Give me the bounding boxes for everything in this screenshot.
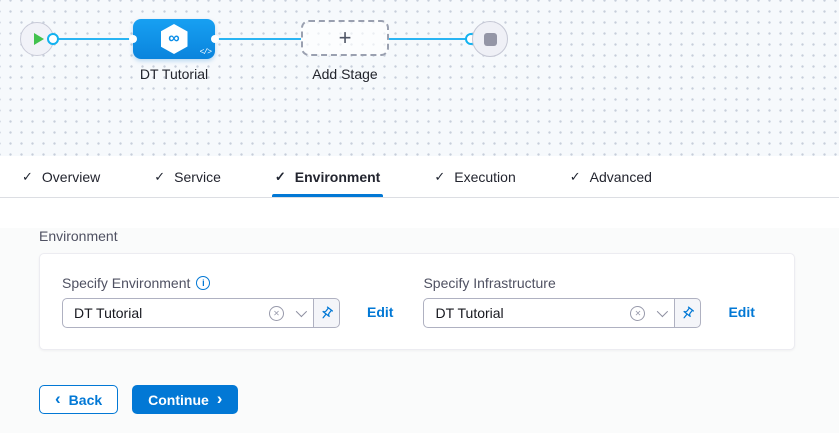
add-stage-label: Add Stage — [312, 66, 378, 82]
environment-card: Specify Environment i DT Tutorial ✕ — [39, 253, 795, 350]
back-button[interactable]: ‹ Back — [39, 385, 119, 414]
tab-label: Overview — [41, 168, 101, 185]
node-port-right — [211, 35, 219, 43]
infrastructure-select-value: DT Tutorial — [435, 305, 504, 321]
connector-line — [215, 38, 301, 40]
check-icon: ✓ — [154, 168, 166, 184]
check-icon: ✓ — [434, 168, 446, 184]
pin-icon — [322, 306, 334, 318]
node-port-left — [129, 35, 137, 43]
chevron-right-icon: › — [216, 389, 223, 408]
check-icon: ✓ — [569, 168, 581, 184]
tab-overview[interactable]: ✓ Overview — [22, 156, 100, 197]
tab-label: Environment — [294, 168, 381, 185]
stage-node-dt-tutorial[interactable]: ∞ </> — [129, 19, 219, 59]
check-icon: ✓ — [274, 168, 286, 184]
environment-select-value: DT Tutorial — [74, 305, 143, 321]
tab-environment[interactable]: ✓ Environment — [271, 156, 384, 197]
pin-icon — [683, 306, 695, 318]
tab-execution[interactable]: ✓ Execution — [434, 156, 515, 197]
check-icon: ✓ — [22, 168, 33, 184]
environment-field-label: Specify Environment — [62, 275, 191, 291]
stage-node-label: DT Tutorial — [139, 66, 209, 82]
tab-label: Execution — [454, 168, 516, 185]
connector-port — [47, 33, 59, 45]
code-icon: </> — [199, 48, 212, 57]
infrastructure-select[interactable]: DT Tutorial ✕ — [423, 298, 676, 328]
chevron-left-icon: ‹ — [55, 389, 61, 408]
tab-label: Service — [174, 168, 221, 185]
tab-label: Advanced — [589, 168, 652, 185]
info-icon[interactable]: i — [196, 276, 211, 290]
continue-button[interactable]: Continue › — [132, 385, 239, 414]
infrastructure-field-wrap: Specify Infrastructure DT Tutorial ✕ — [423, 275, 784, 328]
edit-environment-link[interactable]: Edit — [367, 304, 394, 320]
infinity-glyph: ∞ — [168, 30, 180, 47]
infrastructure-field: Specify Infrastructure DT Tutorial ✕ — [423, 275, 702, 328]
environment-select[interactable]: DT Tutorial ✕ — [62, 298, 314, 328]
environment-field: Specify Environment i DT Tutorial ✕ — [62, 275, 340, 328]
pipeline-end-node[interactable] — [472, 21, 508, 57]
stop-icon — [483, 32, 497, 46]
pin-button[interactable] — [674, 298, 702, 328]
edit-infrastructure-link[interactable]: Edit — [728, 304, 755, 320]
tab-advanced[interactable]: ✓ Advanced — [570, 156, 652, 197]
plus-icon: + — [338, 25, 352, 50]
environment-field-wrap: Specify Environment i DT Tutorial ✕ — [62, 275, 423, 328]
chevron-down-icon[interactable] — [657, 305, 669, 318]
clear-icon[interactable]: ✕ — [269, 305, 284, 321]
pin-button[interactable] — [313, 298, 340, 328]
clear-icon[interactable]: ✕ — [630, 305, 646, 321]
infrastructure-field-label: Specify Infrastructure — [423, 275, 556, 291]
harness-deploy-icon: ∞ — [160, 24, 188, 54]
footer-actions: ‹ Back Continue › — [39, 385, 839, 414]
connector-line — [54, 38, 135, 40]
stage-tabbar: ✓ Overview ✓ Service ✓ Environment ✓ Exe… — [0, 156, 839, 198]
play-icon — [33, 33, 44, 45]
chevron-down-icon[interactable] — [295, 305, 308, 318]
section-title: Environment — [39, 228, 118, 244]
connector-line — [389, 38, 467, 40]
pipeline-canvas: ∞ </> DT Tutorial + Add Stage — [0, 0, 839, 156]
tab-service[interactable]: ✓ Service — [154, 156, 221, 197]
environment-panel: Environment Specify Environment i DT Tut… — [0, 228, 839, 433]
add-stage-button[interactable]: + — [301, 20, 389, 56]
